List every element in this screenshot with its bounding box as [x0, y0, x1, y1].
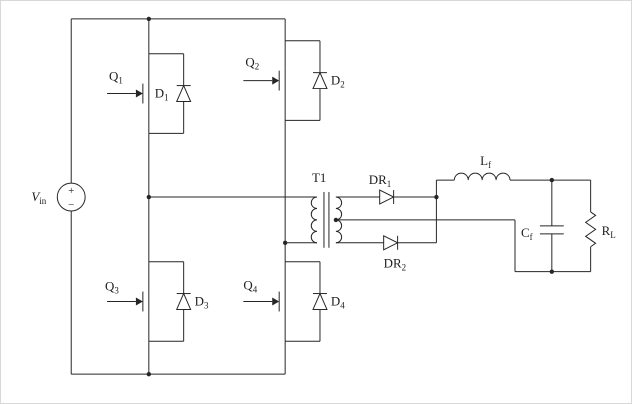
label-dr1: DR1 — [369, 172, 391, 189]
vin-circle — [56, 182, 86, 212]
capacitor-cf: Cf — [521, 225, 564, 242]
diode-triangle-icon — [383, 235, 399, 251]
label-lf: Lf — [480, 153, 491, 170]
diode-triangle-icon — [312, 292, 328, 310]
mosfet-q4: Q4 — [243, 261, 286, 342]
label-dr2: DR2 — [384, 256, 406, 273]
label-d2: D2 — [331, 73, 345, 90]
label-d4: D4 — [331, 293, 345, 310]
label-q3: Q3 — [105, 279, 119, 296]
label-q1: Q1 — [109, 69, 123, 86]
source-vin: + − Vin — [31, 182, 86, 212]
wires — [70, 18, 592, 375]
label-q2: Q2 — [245, 55, 259, 72]
body-diode-d4: D4 — [285, 261, 345, 342]
label-d1: D1 — [155, 86, 169, 103]
label-cf: Cf — [521, 225, 533, 242]
primary-winding — [310, 196, 318, 244]
mosfet-q1: Q1 — [107, 53, 150, 134]
label-q4: Q4 — [243, 278, 257, 295]
body-diode-d3: D3 — [148, 261, 209, 342]
gate-arrow-icon — [272, 297, 280, 306]
inductor-coil-icon — [453, 172, 511, 181]
rectifier-diode-dr1: DR1 — [369, 172, 395, 205]
gate-arrow-icon — [272, 76, 280, 85]
gate-arrow-icon — [135, 297, 143, 306]
inductor-lf: Lf — [453, 153, 511, 181]
diode-triangle-icon — [312, 71, 328, 90]
gate-arrow-icon — [135, 89, 143, 98]
vin-minus-sign: − — [68, 199, 74, 211]
label-d3: D3 — [195, 293, 209, 310]
vin-plus-sign: + — [68, 185, 74, 197]
mosfet-q3: Q3 — [105, 261, 150, 342]
junction-dots — [146, 16, 555, 377]
diode-triangle-icon — [175, 292, 192, 310]
resistor-rl: RL — [584, 211, 616, 248]
diode-triangle-icon — [379, 189, 395, 205]
label-t1: T1 — [312, 170, 326, 185]
label-vin: Vin — [31, 189, 46, 206]
rectifier-diode-dr2: DR2 — [383, 235, 406, 273]
body-diode-d1: D1 — [148, 53, 192, 134]
label-rl: RL — [602, 223, 616, 240]
mosfet-q2: Q2 — [243, 40, 286, 121]
diode-triangle-icon — [175, 84, 192, 102]
body-diode-d2: D2 — [285, 40, 345, 121]
transformer-t1: T1 — [310, 170, 343, 248]
resistor-zigzag-icon — [584, 211, 597, 248]
